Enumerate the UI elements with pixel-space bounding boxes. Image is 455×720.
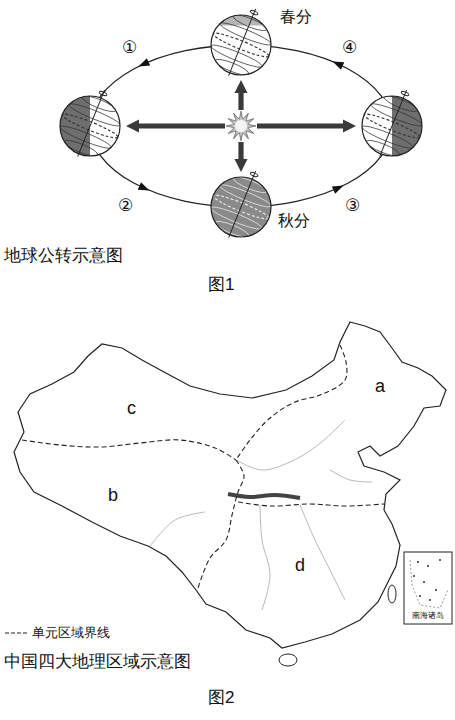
figure-caption: 中国四大地理区域示意图 xyxy=(4,652,191,672)
inset-island xyxy=(413,575,415,577)
sunlight-arrow xyxy=(257,120,356,133)
orbit-figure xyxy=(52,7,431,244)
orbit-arrow xyxy=(138,182,150,190)
region-letter: c xyxy=(127,398,136,419)
region-letter: a xyxy=(375,376,385,397)
season-label: 秋分 xyxy=(278,212,310,230)
region-letter: b xyxy=(108,485,118,506)
region-boundary xyxy=(198,460,244,588)
sun-symbol xyxy=(226,111,256,141)
qinling-band xyxy=(228,494,300,498)
province-line xyxy=(300,505,345,600)
sunlight-arrow xyxy=(235,142,248,172)
inset-island xyxy=(429,599,431,601)
china-map xyxy=(14,322,452,666)
callout-number: ④ xyxy=(342,38,357,58)
orbit-arrow xyxy=(332,186,344,194)
earth-globe xyxy=(203,7,280,82)
sunlight-arrow xyxy=(235,80,248,110)
legend-entry: 单元区域界线 xyxy=(4,626,110,641)
callout-number: ② xyxy=(118,196,133,216)
earth-globe xyxy=(52,88,129,163)
legend-text: 单元区域界线 xyxy=(32,626,110,641)
sun-core xyxy=(235,120,247,132)
province-line xyxy=(260,505,270,610)
inset-island xyxy=(427,565,429,567)
earth-globe xyxy=(354,88,431,163)
hainan-island xyxy=(279,654,297,666)
season-label: 春分 xyxy=(280,8,312,26)
inset-label: 南海诸岛 xyxy=(412,611,444,620)
earth-globe xyxy=(203,169,280,244)
inset-frame xyxy=(404,552,452,624)
figure-number: 图2 xyxy=(208,688,234,708)
orbit-arrow xyxy=(138,58,150,66)
figure-caption: 地球公转示意图 xyxy=(4,246,123,266)
callout-number: ③ xyxy=(345,196,360,216)
inset-island xyxy=(419,595,421,597)
inset-island xyxy=(435,589,437,591)
province-line xyxy=(236,420,345,470)
region-boundary xyxy=(22,440,236,460)
region-boundary xyxy=(236,345,347,460)
inset-island xyxy=(417,561,419,563)
region-letter: d xyxy=(295,555,305,576)
sunlight-arrow xyxy=(126,120,225,133)
inset-dash xyxy=(410,560,448,608)
china-outline xyxy=(14,322,446,648)
inset-island xyxy=(423,581,425,583)
taiwan-island xyxy=(388,585,396,603)
callout-number: ① xyxy=(122,38,137,58)
legend-line xyxy=(4,628,30,638)
inset-island xyxy=(439,559,441,561)
province-line xyxy=(330,470,372,482)
province-line xyxy=(150,512,205,546)
figure-number: 图1 xyxy=(208,275,234,295)
orbit-arrow xyxy=(333,61,345,69)
region-boundary xyxy=(238,502,384,506)
